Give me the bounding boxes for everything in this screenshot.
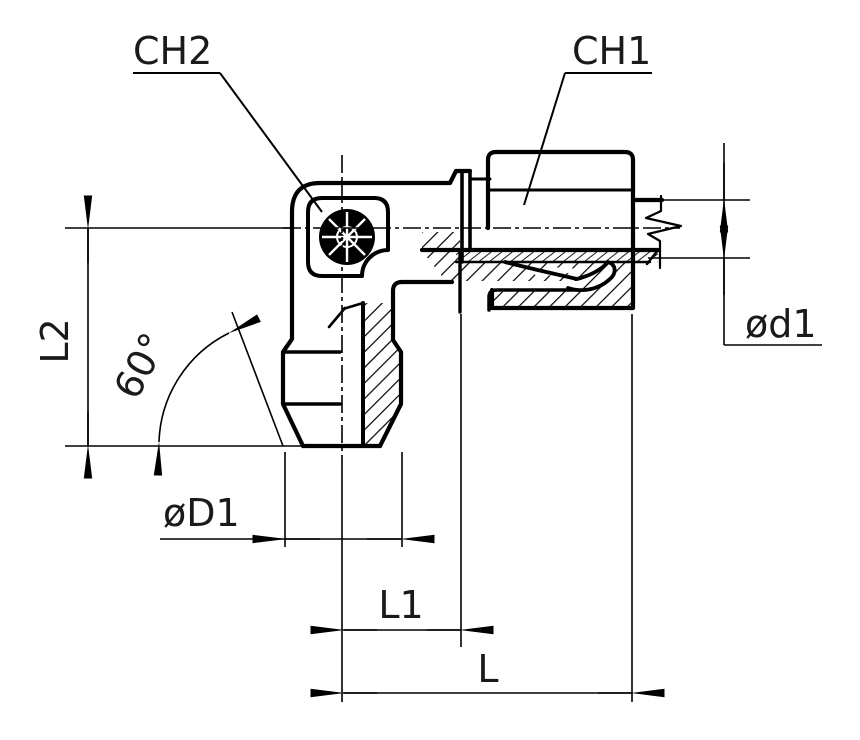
boss-outline: [306, 196, 390, 278]
hatch-body-section: [422, 232, 460, 284]
nut-section-outline: [489, 225, 636, 311]
angle-arc: [153, 314, 261, 476]
label-dia-D1: øD1: [163, 491, 240, 535]
nut-upper-outline: [485, 149, 636, 231]
dimension-dia-D1: øD1: [160, 452, 435, 547]
angle-flank-line: [231, 311, 284, 447]
hatch-tube-wall-section: [456, 252, 658, 262]
bottom-port-right-wall: [377, 279, 455, 449]
body-outline: [280, 168, 492, 449]
callout-ch1: CH1: [523, 29, 652, 206]
socket-boss: [306, 196, 390, 278]
label-l: L: [477, 647, 498, 691]
dimension-angle-60: 60°: [105, 311, 284, 476]
label-l2: L2: [33, 318, 77, 363]
ch2-leader-line: [219, 72, 323, 213]
label-l1: L1: [378, 583, 423, 627]
dimension-dia-d1: ød1: [648, 143, 822, 346]
nut-outline: [485, 149, 636, 311]
label-ch1: CH1: [572, 29, 651, 73]
ferrule-white-sliver: [532, 266, 576, 277]
elbow-left-and-top-edge: [280, 168, 473, 449]
hatch-bottom-port-section: [363, 303, 401, 446]
callout-ch2: CH2: [133, 29, 323, 213]
label-dia-d1: ød1: [745, 302, 817, 346]
dimension-l: L: [310, 314, 665, 702]
centerlines: [283, 155, 680, 702]
label-ch2: CH2: [133, 29, 212, 73]
tube-break-line: [644, 194, 683, 270]
bore-clearance-gap: [458, 281, 577, 291]
dimension-l1: L1: [310, 314, 494, 647]
bore-cone-edge: [341, 301, 365, 311]
socket-facets: [322, 212, 372, 262]
tube-wall-end: [645, 248, 660, 266]
dimension-l2: L2: [33, 195, 303, 479]
label-angle: 60°: [105, 326, 175, 406]
ch1-leader-line: [523, 72, 566, 206]
